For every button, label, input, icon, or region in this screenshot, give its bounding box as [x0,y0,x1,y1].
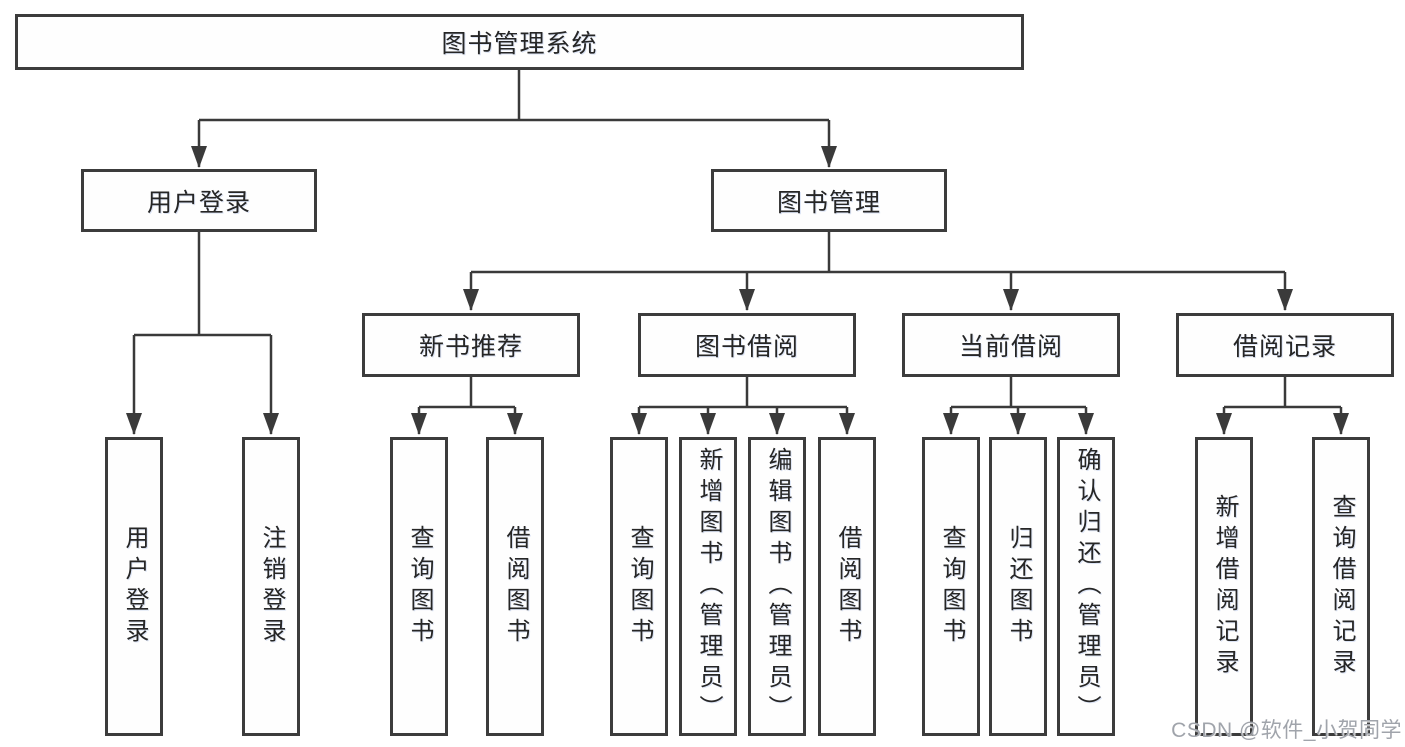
branch-user-login [134,232,271,337]
leaf-bor-borrow-books: 借阅图书 [818,437,876,736]
node-current-borrowing: 当前借阅 [902,313,1120,377]
leaf-cur-return-books: 归还图书 [989,437,1047,736]
branch-new-book-recommend [419,377,515,409]
leaf-user-login: 用户登录 [105,437,163,736]
branch-book-management [471,232,1285,274]
leaf-bor-add-books-admin: 新增图书（管理员） [679,437,737,736]
leaf-rec-borrow-books: 借阅图书 [486,437,544,736]
node-book-management: 图书管理 [711,169,947,232]
csdn-watermark: CSDN @软件_小贺同学 [1171,719,1402,742]
leaf-rcd-add-record: 新增借阅记录 [1195,437,1253,736]
node-library-system: 图书管理系统 [15,14,1024,70]
leaf-cur-confirm-return-admin: 确认归还（管理员） [1057,437,1115,736]
leaf-rec-query-books: 查询图书 [390,437,448,736]
node-book-borrowing: 图书借阅 [638,313,856,377]
branch-borrowing-records [1224,377,1341,409]
leaf-bor-query-books: 查询图书 [610,437,668,736]
leaf-logout: 注销登录 [242,437,300,736]
node-user-login: 用户登录 [81,169,317,232]
branch-current-borrowing [951,377,1086,409]
branch-root [199,70,829,122]
node-new-book-recommend: 新书推荐 [362,313,580,377]
leaf-rcd-query-record: 查询借阅记录 [1312,437,1370,736]
leaf-cur-query-books: 查询图书 [922,437,980,736]
node-borrowing-records: 借阅记录 [1176,313,1394,377]
branch-book-borrowing [639,377,847,409]
leaf-bor-edit-books-admin: 编辑图书（管理员） [748,437,806,736]
